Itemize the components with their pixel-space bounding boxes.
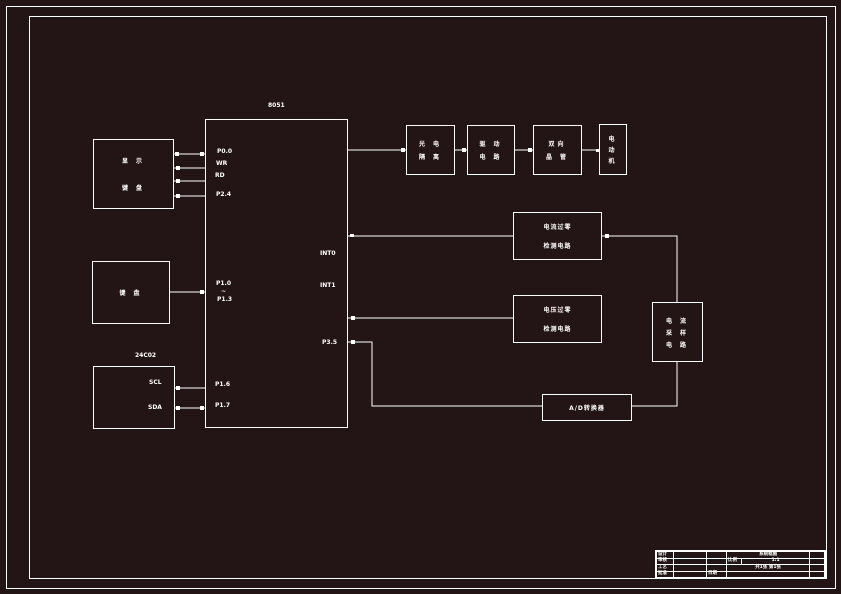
tb-drawing-title: 系统框图 [725, 551, 811, 559]
pin-p24: P2.4 [216, 191, 232, 198]
optocoupler-label-1: 光 电 [418, 141, 443, 148]
tb-extra: 日期 [706, 570, 727, 578]
voltage-detect-label-2: 检测电路 [543, 326, 572, 333]
pin-p35: P3.5 [322, 339, 338, 346]
wire-adc-mcu [348, 341, 542, 407]
pin-wr: WR [216, 160, 228, 167]
sampling-label-3: 电 路 [665, 341, 690, 349]
pin-tilde: ~ [221, 288, 227, 295]
adc-block: A/D转换器 [542, 394, 632, 421]
tb-row-approve: 批准 [656, 570, 674, 578]
display-block: 显 示 键 盘 [93, 139, 174, 209]
motor-block: 电 动 机 [599, 124, 627, 175]
motor-label-3: 机 [608, 158, 618, 165]
thyristor-label-1: 双向 [548, 141, 567, 148]
title-block: 设计 系统框图 审核 比例 1:1 工艺 共1张 第1张 批准 日期 [655, 550, 826, 579]
pin-p13: P1.3 [217, 296, 233, 303]
sampling-block: 电 流 采 样 电 路 [652, 302, 703, 362]
sampling-label-2: 采 样 [665, 329, 690, 337]
optocoupler-block: 光 电 隔 离 [406, 125, 455, 175]
pin-int1: INT1 [320, 282, 336, 289]
eeprom-title: 24C02 [135, 352, 157, 359]
pin-p16: P1.6 [215, 381, 231, 388]
motor-label-2: 动 [608, 147, 618, 154]
pin-p00: P0.0 [217, 148, 233, 155]
driver-label-1: 驱 动 [479, 141, 503, 148]
display-label-2: 键 盘 [121, 185, 146, 192]
voltage-detect-label-1: 电压过零 [543, 307, 572, 314]
optocoupler-label-2: 隔 离 [418, 154, 443, 161]
thyristor-block: 双向 晶 管 [533, 125, 582, 175]
voltage-detect-block: 电压过零 检测电路 [513, 295, 602, 343]
inner-border [29, 16, 827, 579]
wire-sampling-current [602, 235, 678, 302]
keypad-label: 键 盘 [119, 290, 143, 297]
outer-border [6, 6, 836, 589]
current-detect-label-1: 电流过零 [543, 224, 572, 231]
pin-p10: P1.0 [216, 280, 232, 287]
mcu-block [205, 119, 348, 428]
wire-sampling-adc [632, 362, 678, 407]
eeprom-scl: SCL [149, 379, 162, 386]
pin-int0: INT0 [320, 250, 336, 257]
tb-scale-value: 1:1 [740, 557, 811, 565]
current-detect-block: 电流过零 检测电路 [513, 212, 602, 260]
current-detect-label-2: 检测电路 [543, 243, 572, 250]
eeprom-sda: SDA [148, 404, 162, 411]
driver-label-2: 电 路 [479, 154, 503, 161]
motor-label-1: 电 [608, 136, 618, 143]
mcu-title: 8051 [268, 102, 285, 109]
pin-rd: RD [215, 172, 225, 179]
eeprom-block [93, 366, 175, 429]
keypad-block: 键 盘 [92, 261, 170, 324]
tb-sheet: 共1张 第1张 [725, 564, 811, 572]
sampling-label-1: 电 流 [665, 317, 690, 325]
thyristor-label-2: 晶 管 [545, 154, 570, 161]
adc-label: A/D转换器 [569, 405, 605, 412]
driver-block: 驱 动 电 路 [467, 125, 515, 175]
display-label-1: 显 示 [121, 158, 146, 165]
pin-p17: P1.7 [215, 402, 231, 409]
